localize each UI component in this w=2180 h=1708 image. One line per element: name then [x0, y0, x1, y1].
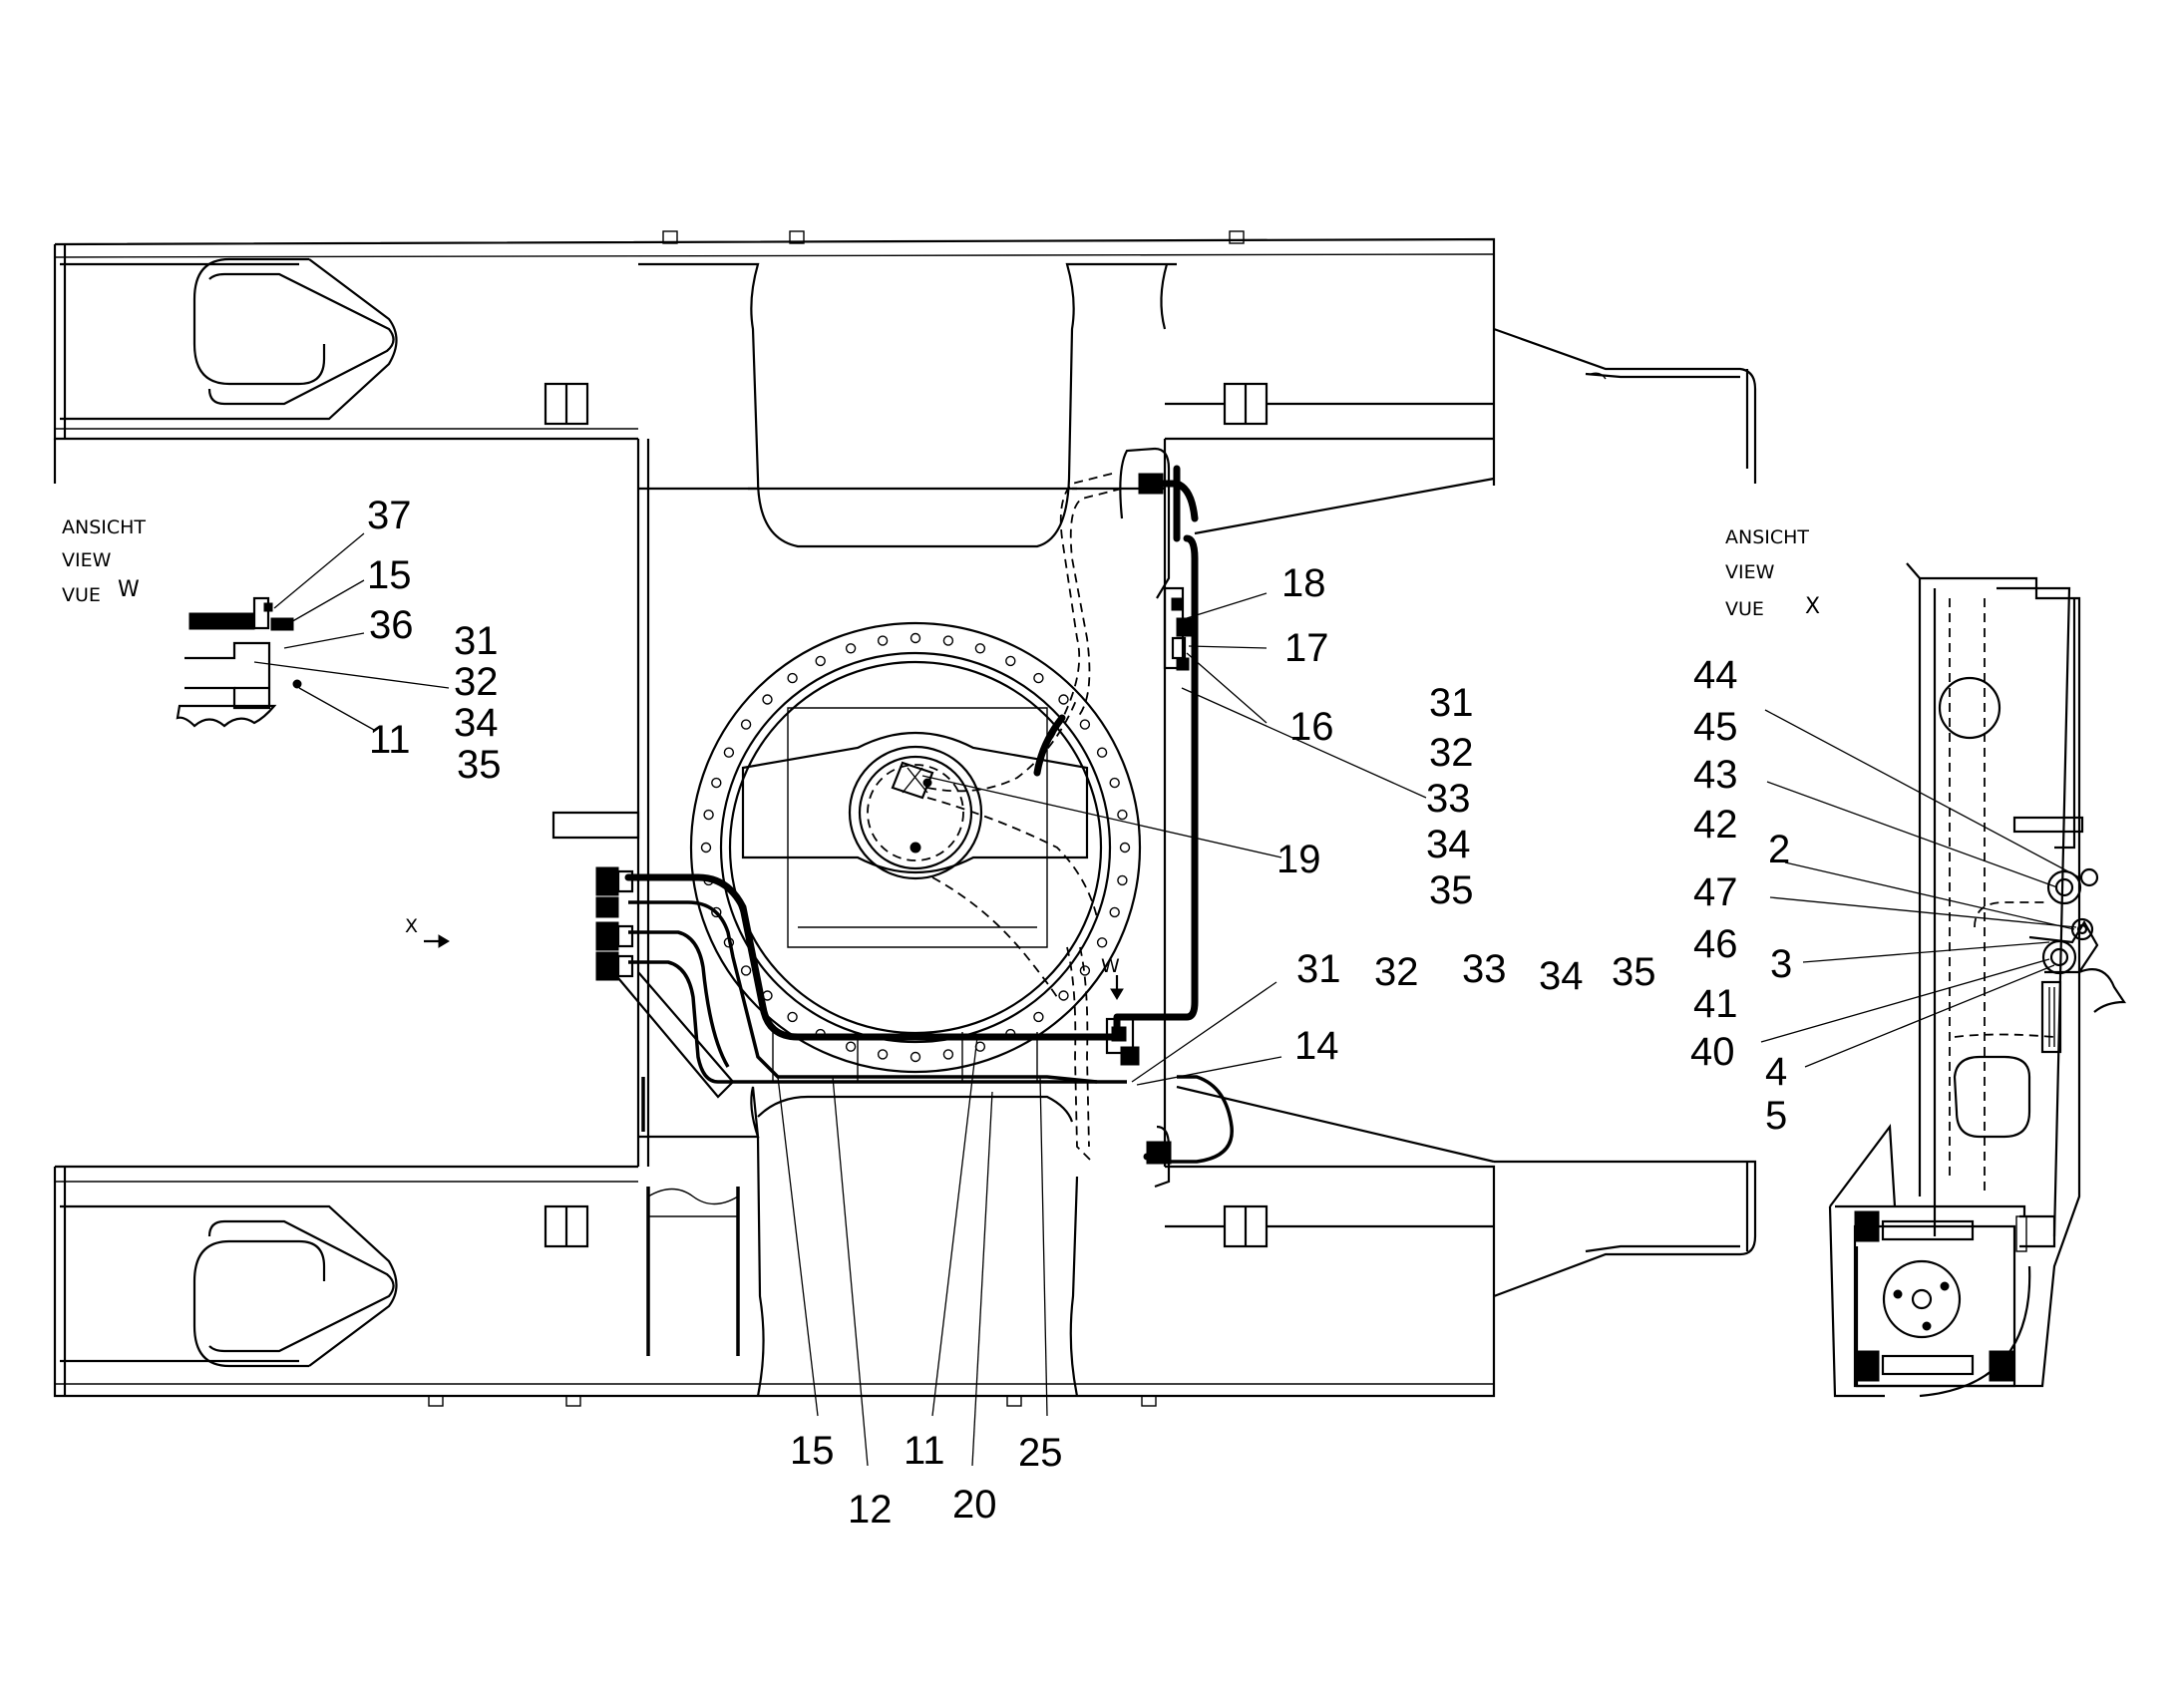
ring-bolt-hole [942, 1049, 954, 1060]
ring-bolt-hole [762, 694, 773, 705]
ring-bolt-hole [845, 1041, 857, 1052]
ring-bolt-hole [909, 1051, 921, 1063]
callout-45: 45 [1693, 705, 1738, 749]
callout-36: 36 [369, 603, 414, 647]
ring-bolt-hole [877, 1049, 889, 1060]
view-arrow-x: X [405, 915, 450, 948]
callout-35-group: 35 [1429, 868, 1474, 912]
callout-12: 12 [848, 1488, 893, 1532]
callout-31-group: 31 [1429, 681, 1474, 725]
ring-bolt-hole [942, 635, 954, 646]
callout-40: 40 [1690, 1030, 1735, 1074]
callout-35: 35 [457, 743, 502, 787]
ring-bolt-hole [1079, 965, 1091, 976]
view-x-label-en: VIEW [1725, 561, 1775, 583]
hose-routing [595, 447, 1495, 1189]
ring-bolt-hole [845, 643, 857, 654]
callout-3: 3 [1770, 942, 1792, 986]
ring-bolt-hole [723, 747, 735, 758]
view-w-inset: ANSICHT VIEW VUE W [62, 516, 302, 728]
callout-34-row: 34 [1539, 954, 1584, 998]
callout-47: 47 [1693, 870, 1738, 914]
ring-bolt-hole [1117, 809, 1128, 821]
callout-11: 11 [369, 718, 411, 762]
callout-32: 32 [454, 660, 499, 704]
ring-bolt-hole [787, 1011, 798, 1023]
view-w-label-en: VIEW [62, 549, 112, 571]
callout-43: 43 [1693, 753, 1738, 797]
callout-20: 20 [952, 1483, 997, 1527]
slewing-ring [689, 621, 1142, 1074]
callout-37: 37 [367, 494, 412, 537]
callout-19: 19 [1276, 838, 1321, 881]
callout-5: 5 [1765, 1094, 1787, 1138]
callout-15-bottom: 15 [790, 1429, 835, 1473]
callout-17: 17 [1284, 626, 1329, 670]
callouts-view-w: 37 15 36 31 32 34 35 11 [367, 494, 502, 787]
ring-bolt-hole [787, 672, 798, 684]
ring-bolt-hole [815, 655, 826, 667]
ring-bolt-hole [1119, 842, 1131, 854]
ring-bolt-hole [740, 965, 752, 976]
callout-33-row: 33 [1462, 947, 1507, 991]
ring-bolt-hole [703, 809, 714, 821]
undercarriage-frame [53, 230, 1757, 1407]
beam-blocks [428, 230, 1494, 1407]
ring-bolt-hole [1033, 1011, 1044, 1023]
callout-35-row: 35 [1612, 950, 1656, 994]
ring-bolt-hole [1033, 672, 1044, 684]
ring-bolt-hole [1117, 874, 1128, 886]
callout-34-group: 34 [1426, 823, 1471, 866]
view-x-label-de: ANSICHT [1725, 526, 1809, 548]
callout-31: 31 [454, 619, 499, 663]
ring-bolt-hole [1079, 719, 1091, 730]
callout-14: 14 [1294, 1024, 1339, 1068]
left-fittings [595, 866, 634, 981]
ring-bolt-hole [1109, 906, 1120, 918]
callout-18: 18 [1281, 561, 1326, 605]
view-w-label-fr: VUE [62, 584, 101, 606]
callout-44: 44 [1693, 653, 1738, 697]
callout-34: 34 [454, 701, 499, 745]
ring-bolt-hole [711, 906, 722, 918]
ring-bolt-hole [711, 777, 722, 789]
callout-4: 4 [1765, 1050, 1787, 1094]
ring-bolt-hole [1005, 655, 1016, 667]
callout-15: 15 [367, 553, 412, 597]
view-w-letter: W [118, 577, 140, 602]
callout-31-row: 31 [1296, 947, 1341, 991]
ring-bolt-hole [1058, 990, 1069, 1001]
ring-bolt-hole [974, 643, 986, 654]
callout-41: 41 [1693, 982, 1738, 1026]
callout-32-row: 32 [1374, 950, 1419, 994]
ring-bolt-hole [1096, 937, 1108, 948]
svg-text:X: X [405, 915, 418, 937]
view-w-label-de: ANSICHT [62, 516, 146, 538]
callout-11-bottom: 11 [904, 1429, 945, 1473]
leader-lines [253, 532, 2080, 1467]
callout-2: 2 [1768, 828, 1790, 871]
ring-bolt-hole [1109, 777, 1120, 789]
callout-42: 42 [1693, 803, 1738, 847]
callouts-view-x: 44 45 43 42 2 47 46 3 41 40 4 5 [1690, 653, 1792, 1138]
callout-46: 46 [1693, 922, 1738, 966]
callout-33-group: 33 [1426, 777, 1471, 821]
svg-text:W: W [1101, 955, 1120, 977]
callouts-main: 18 17 16 19 31 32 33 34 35 31 32 33 34 3… [790, 561, 1656, 1532]
ring-bolt-hole [700, 842, 712, 854]
view-x-label-fr: VUE [1725, 598, 1764, 620]
ring-bolt-hole [877, 635, 889, 646]
ring-bolt-hole [1058, 694, 1069, 705]
callout-32-group: 32 [1429, 731, 1474, 775]
ring-bolt-hole [1096, 747, 1108, 758]
view-x-letter: X [1805, 594, 1820, 619]
view-arrow-w: W [1101, 955, 1124, 1000]
ring-bolt-hole [909, 632, 921, 644]
view-x-inset: ANSICHT VIEW VUE X [1725, 526, 2127, 1398]
ring-bolt-hole [740, 719, 752, 730]
callout-16: 16 [1289, 705, 1334, 749]
callout-25: 25 [1018, 1431, 1063, 1475]
